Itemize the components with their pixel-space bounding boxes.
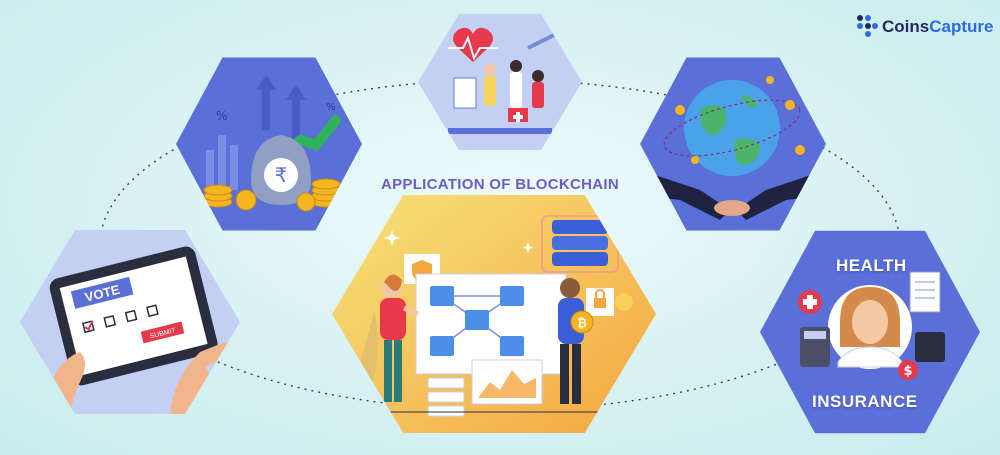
woman-figure: [380, 274, 419, 402]
document-icon: [909, 271, 941, 313]
server-rack-icon: [427, 377, 465, 417]
card-icon: [915, 332, 945, 362]
voting-illustration: VOTE SUBMIT: [20, 230, 240, 414]
global-trade-tile: [640, 57, 826, 231]
brand-name-part1: Coins: [882, 17, 930, 36]
svg-text:$: $: [903, 364, 912, 379]
brand-logo[interactable]: CoinsCapture: [856, 14, 993, 40]
svg-text:%: %: [326, 102, 336, 113]
insurance-label-bottom: INSURANCE: [812, 392, 918, 411]
block-node-icon: [430, 286, 524, 356]
bar-chart-icon: [206, 150, 214, 190]
heart-icon: [453, 27, 493, 62]
brand-name-part2: Capture: [929, 17, 994, 36]
insurance-label-top: HEALTH: [836, 256, 907, 275]
dollar-icon: [898, 360, 918, 380]
logo-mark-icon: [857, 15, 878, 37]
finance-illustration: ₹ % %: [176, 57, 362, 231]
coin-icon: [675, 76, 805, 164]
submit-button-graphic: [140, 321, 185, 344]
database-server-icon: [541, 215, 619, 273]
healthcare-tile: [418, 13, 582, 151]
svg-text:%: %: [216, 109, 227, 123]
brand-name: CoinsCapture: [882, 17, 993, 37]
page-title: APPLICATION OF BLOCKCHAIN: [380, 176, 620, 193]
finance-tile: ₹ % %: [176, 57, 362, 231]
man-figure: ₿: [558, 278, 594, 404]
voting-tile: VOTE SUBMIT: [20, 230, 240, 414]
blockchain-network-tile: ₿: [332, 194, 656, 434]
syringe-icon: [527, 31, 559, 50]
healthcare-illustration: [418, 13, 582, 151]
health-insurance-tile: $: [760, 230, 980, 434]
lock-icon: [594, 298, 606, 308]
sparkle-icon: [384, 230, 534, 253]
handshake-icon: [640, 170, 730, 220]
global-trade-illustration: [640, 57, 826, 231]
health-insurance-illustration: $: [760, 230, 980, 434]
blockchain-network-illustration: ₿: [332, 194, 656, 434]
clipboard-icon: [453, 77, 477, 109]
checkmark-icon: [84, 320, 94, 331]
svg-text:₿: ₿: [577, 316, 587, 330]
svg-text:₹: ₹: [275, 163, 288, 187]
bitcoin-icon: [570, 310, 594, 334]
